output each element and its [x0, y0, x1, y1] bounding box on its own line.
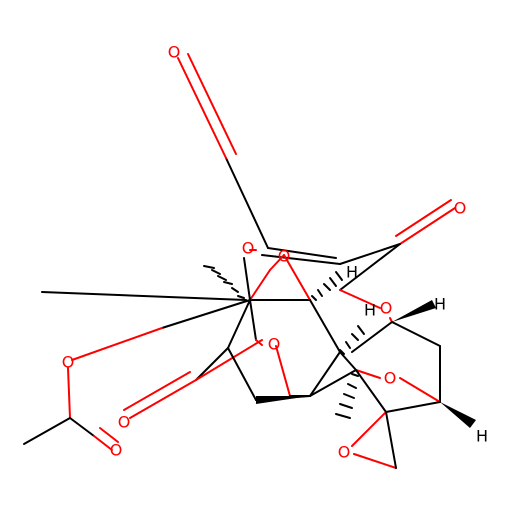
- atom-o-upper-mid: O: [242, 239, 255, 258]
- bond-acetyl-co: [69, 417, 95, 437]
- bond-ester-o: [71, 327, 163, 361]
- bond-acyl-ch: [267, 247, 337, 259]
- atom-h-bottom-right: H: [476, 427, 488, 446]
- atom-o-ring-right: O: [380, 299, 393, 318]
- atom-o-bridge-right: O: [384, 369, 397, 388]
- atom-label-layer: O O O O O O O O O O O H H H H: [62, 43, 488, 462]
- atom-o-acetyl-carbonyl: O: [110, 441, 123, 460]
- bond-spiro-link: [355, 369, 387, 413]
- atom-o-epoxide: O: [338, 443, 351, 462]
- bond-acetyl-o: [67, 367, 71, 419]
- wedge-ring-bottom: [256, 396, 310, 404]
- wedge-h-bottom-right: [440, 402, 476, 428]
- bond-center-down: [309, 299, 341, 353]
- atom-o-right-carbonyl: O: [454, 199, 467, 218]
- bond-lower-carbonyl-b: [123, 371, 191, 411]
- atom-h-upper-right: H: [346, 263, 358, 282]
- bond-center-left: [309, 351, 341, 397]
- bond-layer: [23, 53, 476, 469]
- atom-o-center: O: [278, 247, 291, 266]
- bond-ring-left-down: [227, 347, 257, 401]
- bond-epoxide-o-b: [353, 453, 397, 469]
- bond-acyl-ch2: [261, 254, 341, 265]
- bond-right-carbonyl-b: [395, 199, 452, 237]
- bond-bridge-o-b: [399, 377, 441, 403]
- hashed-wedge-h-mid: [339, 325, 365, 355]
- bond-carbonyl-top-b: [187, 53, 237, 155]
- bond-right-carbonyl-a: [399, 207, 456, 245]
- bond-qc-ester: [161, 299, 251, 329]
- bond-methyl-long: [41, 291, 247, 301]
- bond-qc-down: [249, 299, 257, 341]
- bond-epoxide-o-a: [351, 411, 387, 447]
- bond-upper-right-o: [339, 289, 381, 309]
- hashed-wedge-h-upper: [311, 271, 343, 301]
- bond-ring-o-down: [275, 345, 291, 397]
- bond-center-right: [339, 351, 357, 371]
- hashed-wedge-methyl-bottom: [335, 373, 359, 419]
- atom-o-bridge: O: [268, 335, 281, 354]
- hashed-wedge-methyl-top: [203, 265, 245, 299]
- bond-carbonyl-top-a: [177, 57, 227, 159]
- bond-acetyl-methyl: [23, 417, 71, 445]
- bond-right-link: [339, 243, 401, 291]
- atom-o-lower-carbonyl: O: [118, 413, 131, 432]
- bond-ring-right-top: [391, 321, 441, 347]
- bond-center-bottom: [309, 369, 357, 397]
- bond-spiro-right: [385, 401, 441, 413]
- bond-lower-carbonyl-a: [129, 379, 197, 419]
- bond-qc-up: [243, 257, 251, 301]
- atom-h-far-right: H: [434, 295, 446, 314]
- bond-chain-upper: [225, 157, 269, 249]
- bond-qc-upper-o: [249, 269, 271, 301]
- bond-lower-o: [195, 339, 263, 381]
- atom-h-mid: H: [364, 301, 376, 320]
- atom-o-top: O: [168, 43, 181, 62]
- bond-bridge-o-a: [355, 369, 381, 379]
- bond-acetyl-carbonyl-a: [93, 435, 113, 451]
- bond-qc-lower-left: [227, 299, 251, 349]
- bond-upper-o-2: [269, 254, 285, 271]
- bond-lower-chain: [195, 347, 229, 381]
- bond-ring-right-link: [351, 321, 393, 353]
- bond-upper-o-3: [283, 254, 311, 301]
- wedge-h-far-right: [392, 300, 436, 322]
- bond-right-chain: [339, 243, 401, 265]
- atom-o-left-ester: O: [62, 353, 75, 372]
- bond-acetyl-carbonyl-b: [99, 427, 119, 443]
- bond-epoxide-cc: [385, 411, 397, 469]
